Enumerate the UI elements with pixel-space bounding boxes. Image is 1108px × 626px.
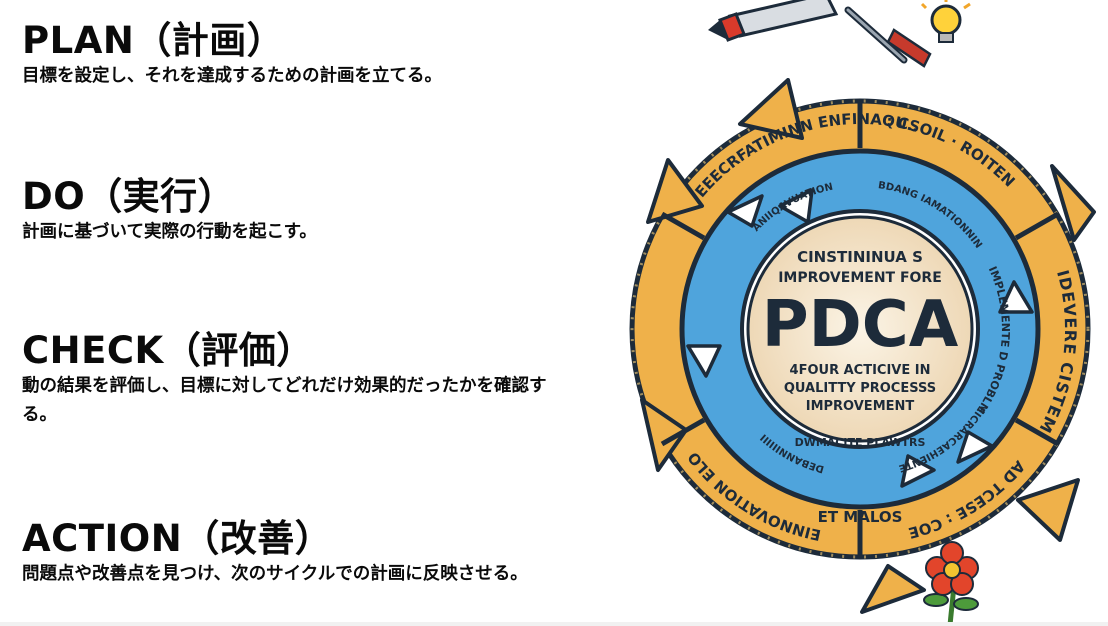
outer-label-bottom: ET MALOS bbox=[818, 508, 903, 526]
step-plan-description: 目標を設定し、それを達成するための計画を立てる。 bbox=[22, 66, 442, 86]
step-check-heading: CHECK（評価） bbox=[22, 329, 314, 372]
pdca-steps: PLAN（計画） 目標を設定し、それを達成するための計画を立てる。 DO（実行）… bbox=[22, 0, 722, 626]
center-line-3: 4FOUR ACTICIVE IN bbox=[790, 363, 931, 378]
step-do-heading: DO（実行） bbox=[22, 175, 236, 218]
step-do-description: 計画に基づいて実際の行動を起こす。 bbox=[22, 222, 317, 242]
center-line-2: IMPROVEMENT FORE bbox=[778, 270, 942, 286]
step-do: DO（実行） 計画に基づいて実際の行動を起こす。 bbox=[22, 176, 722, 247]
step-action: ACTION（改善） 問題点や改善点を見つけ、次のサイクルでの計画に反映させる。 bbox=[22, 518, 722, 589]
pdca-cycle-illustration: IDEVERE CISTEM AD TCESE : COE EINNOVATIO… bbox=[612, 0, 1108, 626]
step-plan-heading: PLAN（計画） bbox=[22, 19, 285, 62]
outer-arrow-heads bbox=[640, 78, 1096, 614]
center-line-4: QUALITTY PROCESSS bbox=[784, 381, 936, 396]
inner-label-bottom: DWMACITE PLAWTRS bbox=[795, 436, 926, 449]
lightbulb-icon bbox=[920, 0, 971, 43]
step-action-heading: ACTION（改善） bbox=[22, 517, 333, 560]
ring-separators bbox=[660, 101, 1060, 557]
center-line-5: IMPROVEMENT bbox=[806, 399, 915, 414]
bottom-divider bbox=[0, 622, 1108, 626]
pencil-icon bbox=[708, 0, 839, 42]
inner-arrows bbox=[686, 188, 1034, 488]
tools-icon bbox=[844, 6, 932, 68]
center-line-1: CINSTININUA S bbox=[797, 248, 923, 266]
step-plan: PLAN（計画） 目標を設定し、それを達成するための計画を立てる。 bbox=[22, 20, 722, 91]
pdca-center-circle bbox=[746, 215, 974, 443]
flower-icon bbox=[923, 541, 979, 626]
step-check-description: 動の結果を評価し、目標に対してどれだけ効果的だったかを確認する。 bbox=[22, 376, 547, 425]
step-action-description: 問題点や改善点を見つけ、次のサイクルでの計画に反映させる。 bbox=[22, 564, 528, 584]
center-title: PDCA bbox=[762, 288, 959, 362]
step-check: CHECK（評価） 動の結果を評価し、目標に対してどれだけ効果的だったかを確認す… bbox=[22, 330, 722, 430]
